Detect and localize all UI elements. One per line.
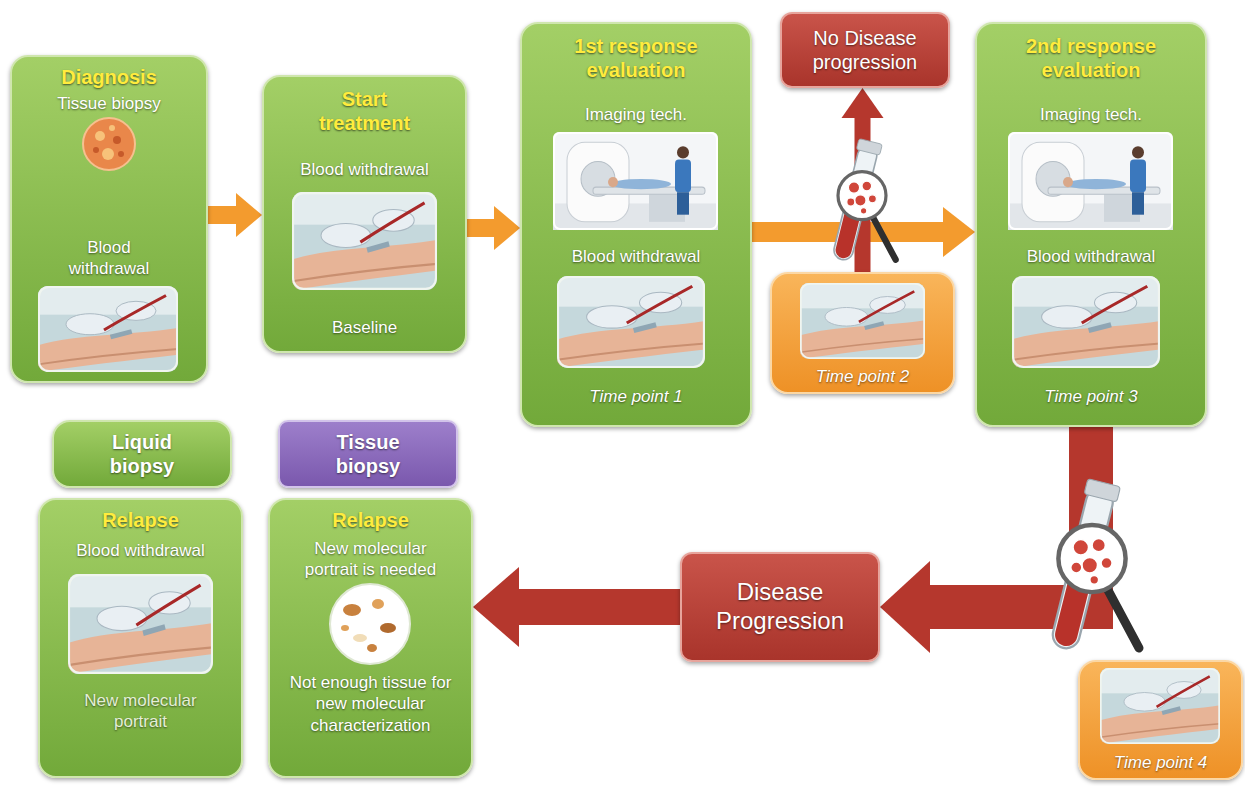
- category-label: Liquid biopsy: [92, 430, 192, 478]
- time-point-label: Time point 2: [780, 366, 945, 387]
- box-text: Baseline: [272, 317, 457, 338]
- category-tag: Liquid biopsy: [52, 420, 232, 488]
- arrow-shaft: [855, 117, 871, 273]
- box-text: Blood withdrawal: [530, 246, 742, 267]
- box-title: Relapse: [278, 508, 463, 532]
- arrow-shaft: [929, 427, 1092, 607]
- blood-draw-photo: [38, 286, 178, 372]
- box-title: 1st response evaluation: [546, 34, 726, 82]
- arrow-head: [236, 193, 262, 237]
- box-text: Imaging tech.: [530, 104, 742, 125]
- stage-box: 2nd response evaluationImaging tech. Bloo…: [975, 22, 1207, 427]
- blood-draw-photo: [68, 574, 213, 674]
- stage-box: Start treatmentBlood withdrawalBaseline: [262, 75, 467, 353]
- blood-draw-photo: [292, 192, 437, 290]
- ct-scanner-photo: [1008, 132, 1173, 230]
- box-title: Diagnosis: [20, 65, 198, 89]
- flow-arrow: [473, 567, 680, 647]
- note-text: New molecular portrait: [71, 690, 211, 733]
- outcome-label: No Disease progression: [795, 26, 935, 74]
- arrow-head: [494, 206, 520, 250]
- box-title: 2nd response evaluation: [1001, 34, 1181, 82]
- box-title: Relapse: [48, 508, 233, 532]
- arrow-shaft: [518, 589, 681, 625]
- time-point-label: Time point 4: [1088, 752, 1233, 773]
- box-text: Blood withdrawal: [48, 540, 233, 561]
- stage-box: DiagnosisTissue biopsyBlood withdrawal: [10, 55, 208, 383]
- arrow-shaft: [208, 206, 238, 224]
- box-text: Tissue biopsy: [20, 93, 198, 114]
- time-point-label: Time point 3: [985, 386, 1197, 407]
- category-label: Tissue biopsy: [318, 430, 418, 478]
- box-text: Imaging tech.: [985, 104, 1197, 125]
- blood-draw-photo: [1012, 276, 1160, 368]
- tissue-fragments: [330, 584, 410, 664]
- flow-arrow: [467, 206, 520, 250]
- box-text: Blood withdrawal: [272, 159, 457, 180]
- box-title: Start treatment: [295, 87, 435, 135]
- blood-draw-photo: [800, 283, 925, 359]
- stage-box: 1st response evaluationImaging tech. Bloo…: [520, 22, 752, 427]
- time-point-box: Time point 2: [770, 272, 955, 394]
- box-text: Blood withdrawal: [985, 246, 1197, 267]
- arrow-head: [473, 567, 519, 647]
- category-tag: Tissue biopsy: [278, 420, 458, 488]
- flow-arrow: [842, 88, 884, 272]
- blood-draw-photo: [1100, 668, 1220, 744]
- time-point-label: Time point 1: [530, 386, 742, 407]
- box-text: Blood withdrawal: [54, 237, 164, 280]
- arrow-shaft: [467, 219, 496, 237]
- flow-arrow: [208, 193, 262, 237]
- blood-draw-photo: [557, 276, 705, 368]
- outcome-box: No Disease progression: [780, 12, 950, 88]
- relapse-box: RelapseNew molecular portrait is neededN…: [268, 498, 473, 778]
- ct-scanner-photo: [553, 132, 718, 230]
- outcome-box: Disease Progression: [680, 552, 880, 662]
- time-point-box: Time point 4: [1078, 660, 1243, 780]
- tissue-sample: [83, 118, 135, 170]
- arrow-head: [943, 207, 975, 257]
- arrow-head: [842, 88, 884, 118]
- flow-arrow: [880, 427, 1091, 653]
- relapse-box: RelapseBlood withdrawalNew molecular por…: [38, 498, 243, 778]
- outcome-label: Disease Progression: [690, 578, 870, 636]
- box-text: Not enough tissue for new molecular char…: [278, 672, 463, 736]
- arrow-shaft: [752, 222, 945, 242]
- arrow-head: [880, 561, 930, 653]
- blood-tube-magnifier: [1047, 479, 1139, 652]
- box-text: New molecular portrait is needed: [291, 538, 451, 581]
- blood-tube-magnifier: [830, 139, 896, 263]
